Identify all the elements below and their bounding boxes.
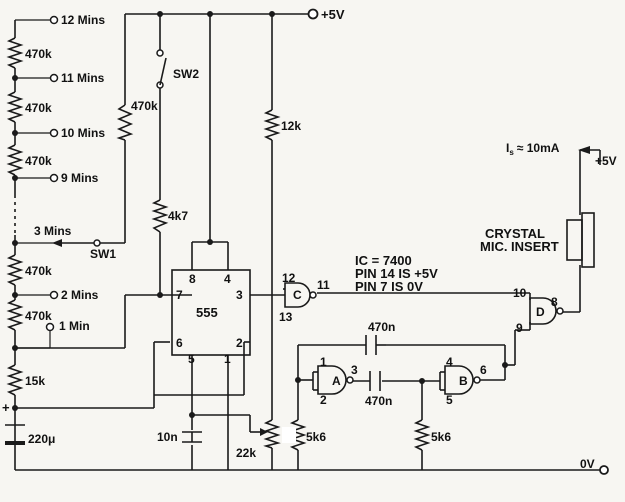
c-470n-b-label: 470n [365, 394, 392, 408]
capacitors [5, 335, 386, 445]
gate-d-in2: 9 [516, 321, 523, 335]
sw2-label: SW2 [173, 67, 199, 81]
gate-a-in2: 2 [320, 393, 327, 407]
crystal-mic [566, 212, 595, 268]
note-ic: IC = 7400 [355, 253, 412, 268]
chip-555 [171, 269, 251, 356]
mic-label-1: CRYSTAL [485, 226, 545, 241]
r4-label: 470k [25, 264, 52, 278]
pot-22k-label: 22k [236, 446, 256, 460]
current-label: Is≈ 10mA [506, 141, 560, 157]
r-12k-label: 12k [281, 119, 301, 133]
gate-b-in2: 5 [446, 393, 453, 407]
pin-7: 7 [176, 288, 183, 302]
gate-c-in2: 13 [279, 310, 293, 324]
gate-c-in1: 12 [282, 271, 296, 285]
r2-label: 470k [25, 101, 52, 115]
sw1-label: SW1 [90, 247, 116, 261]
pot-wiper [250, 427, 296, 443]
gate-c-out: 11 [317, 278, 330, 292]
plus5v-right-label: +5V [595, 154, 617, 168]
r-5k6-b-label: 5k6 [431, 430, 451, 444]
gate-a-in1: 1 [320, 355, 327, 369]
nand-gates [283, 282, 564, 395]
pin-8: 8 [189, 272, 196, 286]
cap-plus: + [2, 400, 10, 415]
plus5v-top-label: +5V [321, 7, 345, 22]
r-4k7-label: 4k7 [168, 209, 188, 223]
gate-a-out: 3 [351, 363, 358, 377]
terminals [45, 8, 609, 475]
tap-1-min: 1 Min [59, 319, 90, 333]
pin-3: 3 [236, 288, 243, 302]
tap-11-mins: 11 Mins [61, 71, 105, 85]
pin-1: 1 [224, 352, 231, 366]
gate-c-label: C [293, 288, 302, 302]
pin-6: 6 [176, 336, 183, 350]
ground-label: 0V [580, 457, 595, 471]
r5-label: 470k [25, 309, 52, 323]
labels: +5V +5V 0V Is≈ 10mA 12 Mins 11 Mins 10 M… [2, 7, 617, 471]
junctions [12, 11, 508, 418]
r-5k6-a-label: 5k6 [306, 430, 326, 444]
gate-a-label: A [332, 374, 341, 388]
gate-b-out: 6 [480, 363, 487, 377]
mic-label-2: MIC. INSERT [480, 239, 559, 254]
pin-2: 2 [236, 336, 243, 350]
c-470n-a-label: 470n [368, 320, 395, 334]
tap-3-mins: 3 Mins [34, 224, 72, 238]
r3-label: 470k [25, 154, 52, 168]
gate-b-in1: 4 [446, 355, 453, 369]
r1-label: 470k [25, 47, 52, 61]
note-pin14: PIN 14 IS +5V [355, 266, 438, 281]
gate-d-label: D [536, 305, 545, 319]
gate-b-label: B [459, 374, 468, 388]
tap-10-mins: 10 Mins [61, 126, 105, 140]
gate-d-in1: 10 [513, 286, 527, 300]
r15k-label: 15k [25, 374, 45, 388]
tap-2-mins: 2 Mins [61, 288, 99, 302]
resistors [6, 37, 431, 451]
pin-5: 5 [188, 352, 195, 366]
note-pin7: PIN 7 IS 0V [355, 279, 423, 294]
gate-d-out: 8 [551, 295, 558, 309]
cap-220u-label: 220μ [28, 432, 55, 446]
c-10n-label: 10n [157, 430, 178, 444]
r-sw-label: 470k [131, 99, 158, 113]
chip-555-label: 555 [196, 305, 218, 320]
tap-9-mins: 9 Mins [61, 171, 99, 185]
pin-4: 4 [224, 272, 231, 286]
tap-12-mins: 12 Mins [61, 13, 105, 27]
